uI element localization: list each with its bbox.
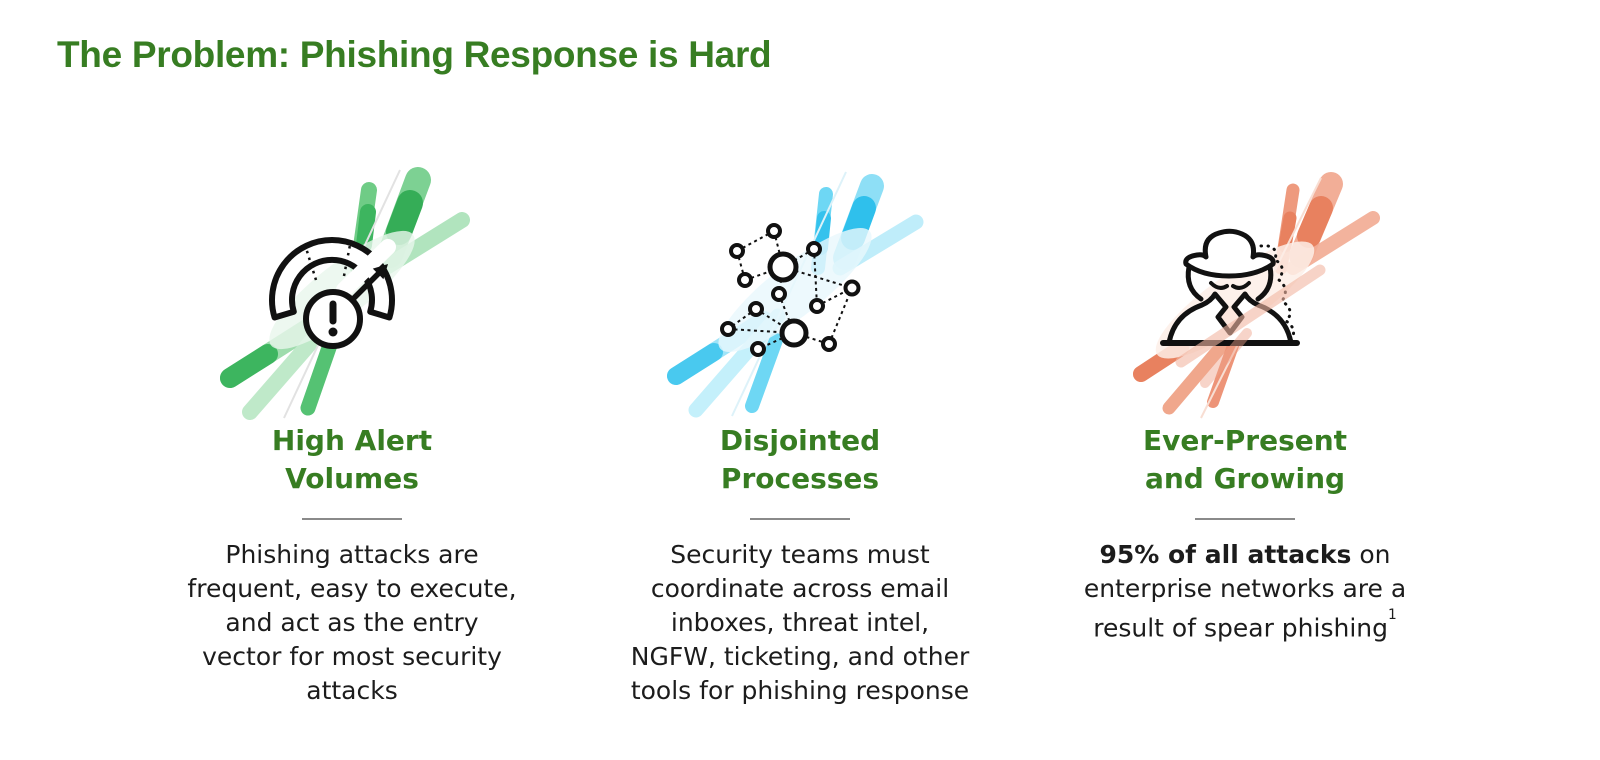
network-nodes-icon [580,146,1020,422]
stat-bold: 95% of all attacks [1099,540,1352,569]
gauge-glyph [269,237,396,349]
column-body: 95% of all attacks on enterprise network… [1025,538,1465,645]
divider-line [750,518,850,520]
spy-glyph [1160,228,1326,388]
footnote-marker: 1 [1387,607,1397,624]
network-nodes [720,223,861,357]
spy-incognito-icon [1025,146,1465,422]
divider-line [302,518,402,520]
divider-line [1195,518,1295,520]
blue-streaks [667,171,924,418]
page-title: The Problem: Phishing Response is Hard [57,34,772,75]
stat-line: 95% of all attacks on [1099,540,1391,569]
alert-gauge-icon [132,146,572,422]
